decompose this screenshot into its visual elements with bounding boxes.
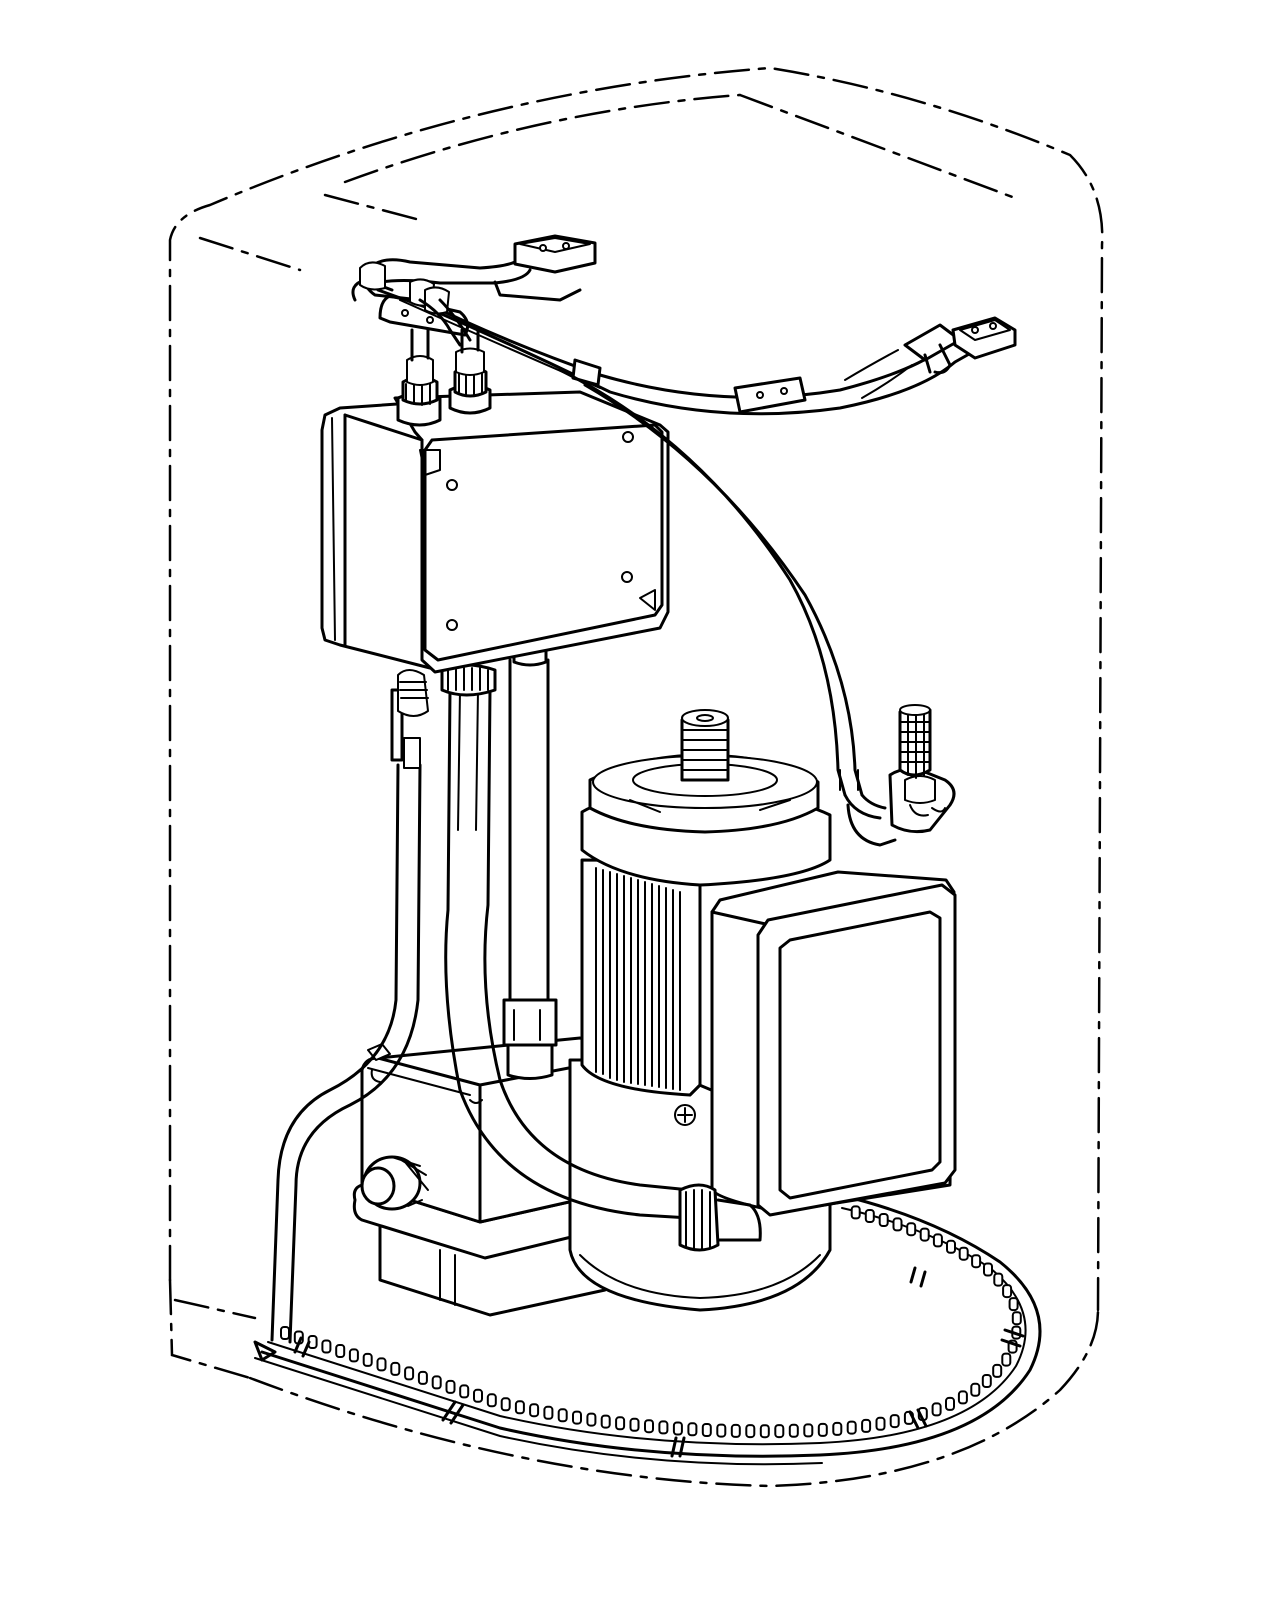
ring-tooth <box>892 1217 903 1232</box>
ring-tooth <box>431 1375 442 1390</box>
control-box <box>320 328 670 674</box>
ring-tooth <box>946 1239 956 1254</box>
ring-tooth <box>958 1246 969 1261</box>
ring-tooth <box>846 1420 857 1435</box>
gearbox-base <box>352 1036 607 1317</box>
ring-tooth <box>321 1339 332 1354</box>
ring-tooth <box>970 1382 981 1397</box>
ring-tooth <box>745 1424 756 1439</box>
wiring-harness <box>351 234 1017 797</box>
ring-tooth <box>586 1412 597 1427</box>
ring-tooth <box>945 1396 955 1411</box>
ring-tooth <box>983 1262 993 1277</box>
motor-terminal-box <box>710 870 957 1217</box>
cable-gland <box>360 1155 429 1211</box>
sensor-probe <box>843 704 956 847</box>
ring-tooth <box>644 1419 654 1434</box>
ring-tooth <box>906 1222 917 1237</box>
ring-tooth <box>716 1423 727 1438</box>
ring-tooth <box>417 1370 428 1385</box>
ring-tooth <box>832 1421 843 1436</box>
ring-tooth <box>878 1213 889 1227</box>
ring-tooth <box>957 1390 968 1405</box>
ring-tooth <box>701 1423 712 1437</box>
ring-tooth <box>514 1400 525 1415</box>
ring-tooth <box>1008 1297 1019 1312</box>
ring-tooth <box>280 1326 290 1340</box>
ring-tooth <box>600 1414 611 1429</box>
ring-tooth <box>774 1424 785 1439</box>
ring-tooth <box>404 1366 415 1381</box>
ring-tooth <box>861 1418 872 1433</box>
ring-tooth <box>971 1254 982 1269</box>
ring-tooth <box>557 1408 568 1423</box>
ring-tooth <box>931 1402 942 1417</box>
ring-tooth <box>348 1348 359 1363</box>
ring-clips <box>293 1266 1025 1458</box>
ring-tooth <box>486 1393 497 1408</box>
ring-tooth <box>572 1410 582 1425</box>
phantom-housing <box>168 66 1104 1488</box>
ring-tooth <box>932 1233 943 1248</box>
ring-tooth <box>850 1205 861 1220</box>
ring-tooth <box>817 1422 828 1437</box>
ring-tooth <box>459 1384 470 1399</box>
ring-tooth <box>730 1423 741 1438</box>
ring-tooth <box>658 1420 669 1435</box>
ring-tooth <box>543 1405 554 1420</box>
ring-tooth <box>864 1209 875 1223</box>
ring-tooth <box>1002 1284 1013 1299</box>
ring-tooth <box>529 1403 540 1418</box>
ring-tooth <box>919 1227 930 1242</box>
ring-tooth <box>500 1397 511 1412</box>
ring-tooth <box>672 1421 683 1436</box>
ring-tooth <box>803 1423 814 1438</box>
ring-tooth <box>629 1417 640 1432</box>
ring-tooth <box>615 1416 626 1431</box>
ring-tooth <box>335 1344 346 1358</box>
toothed-ring <box>253 1193 1042 1466</box>
ring-tooth <box>889 1414 900 1429</box>
ring-tooth <box>687 1422 698 1437</box>
ring-tooth <box>992 1363 1003 1378</box>
ring-tooth <box>1011 1311 1022 1326</box>
ring-tooth <box>445 1379 456 1394</box>
ring-tooth <box>875 1416 886 1431</box>
ring-tooth <box>376 1357 387 1372</box>
ring-tooth <box>473 1388 483 1403</box>
ring-tooth <box>981 1374 992 1388</box>
ring-tooth <box>759 1424 770 1439</box>
ring-teeth <box>280 1205 1022 1439</box>
ring-tooth <box>1001 1352 1012 1367</box>
ring-tooth <box>788 1423 799 1438</box>
ring-tooth <box>362 1352 373 1367</box>
ring-tooth <box>993 1272 1004 1287</box>
ring-tooth <box>390 1361 401 1376</box>
